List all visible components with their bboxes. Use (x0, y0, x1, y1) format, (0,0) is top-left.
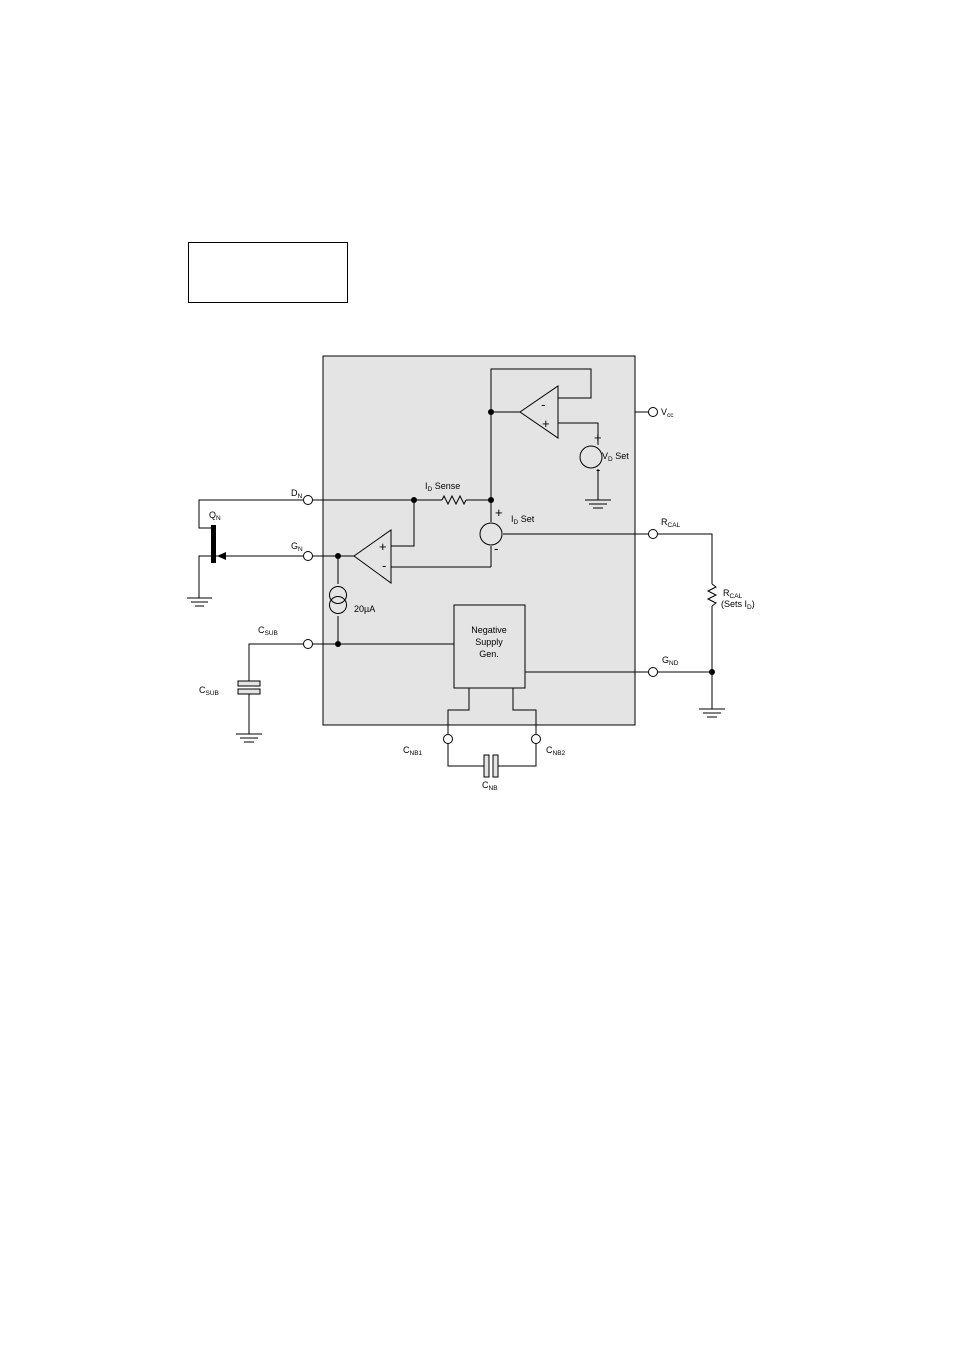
qn-arrow (217, 552, 226, 560)
csub-capacitor (238, 681, 260, 694)
rcal-pin-label: RCAL (661, 517, 681, 529)
gnd-label: GND (662, 655, 679, 667)
cnb1-label: CNB1 (403, 745, 423, 757)
neg-supply-line-2: Supply (475, 637, 503, 647)
vd-source-plus: + (594, 430, 602, 445)
dn-label: DN (291, 488, 303, 500)
id-source-plus: + (495, 505, 503, 520)
comparator-minus: - (382, 558, 386, 573)
vcc-label: Vcc (661, 407, 674, 419)
id-set-source (480, 523, 502, 545)
csub-pin-label: CSUB (258, 625, 278, 637)
csub-cap-label: CSUB (199, 685, 219, 697)
vd-opamp-plus: + (542, 416, 550, 431)
current-source-label: 20µA (354, 604, 375, 614)
cnb-label: CNB (482, 780, 498, 792)
cnb-capacitor (484, 755, 498, 777)
rcal-note: (Sets ID) (721, 599, 755, 611)
qn-transistor (211, 525, 216, 563)
id-source-minus: - (494, 541, 498, 556)
neg-supply-line-3: Gen. (479, 649, 499, 659)
qn-label: QN (209, 510, 221, 522)
vd-source-minus: - (596, 462, 600, 477)
vd-opamp-minus: - (541, 397, 545, 412)
comparator-plus: + (379, 539, 387, 554)
neg-supply-line-1: Negative (471, 625, 507, 635)
gn-label: GN (291, 541, 303, 553)
cnb2-label: CNB2 (546, 745, 566, 757)
ic-body (323, 356, 635, 725)
